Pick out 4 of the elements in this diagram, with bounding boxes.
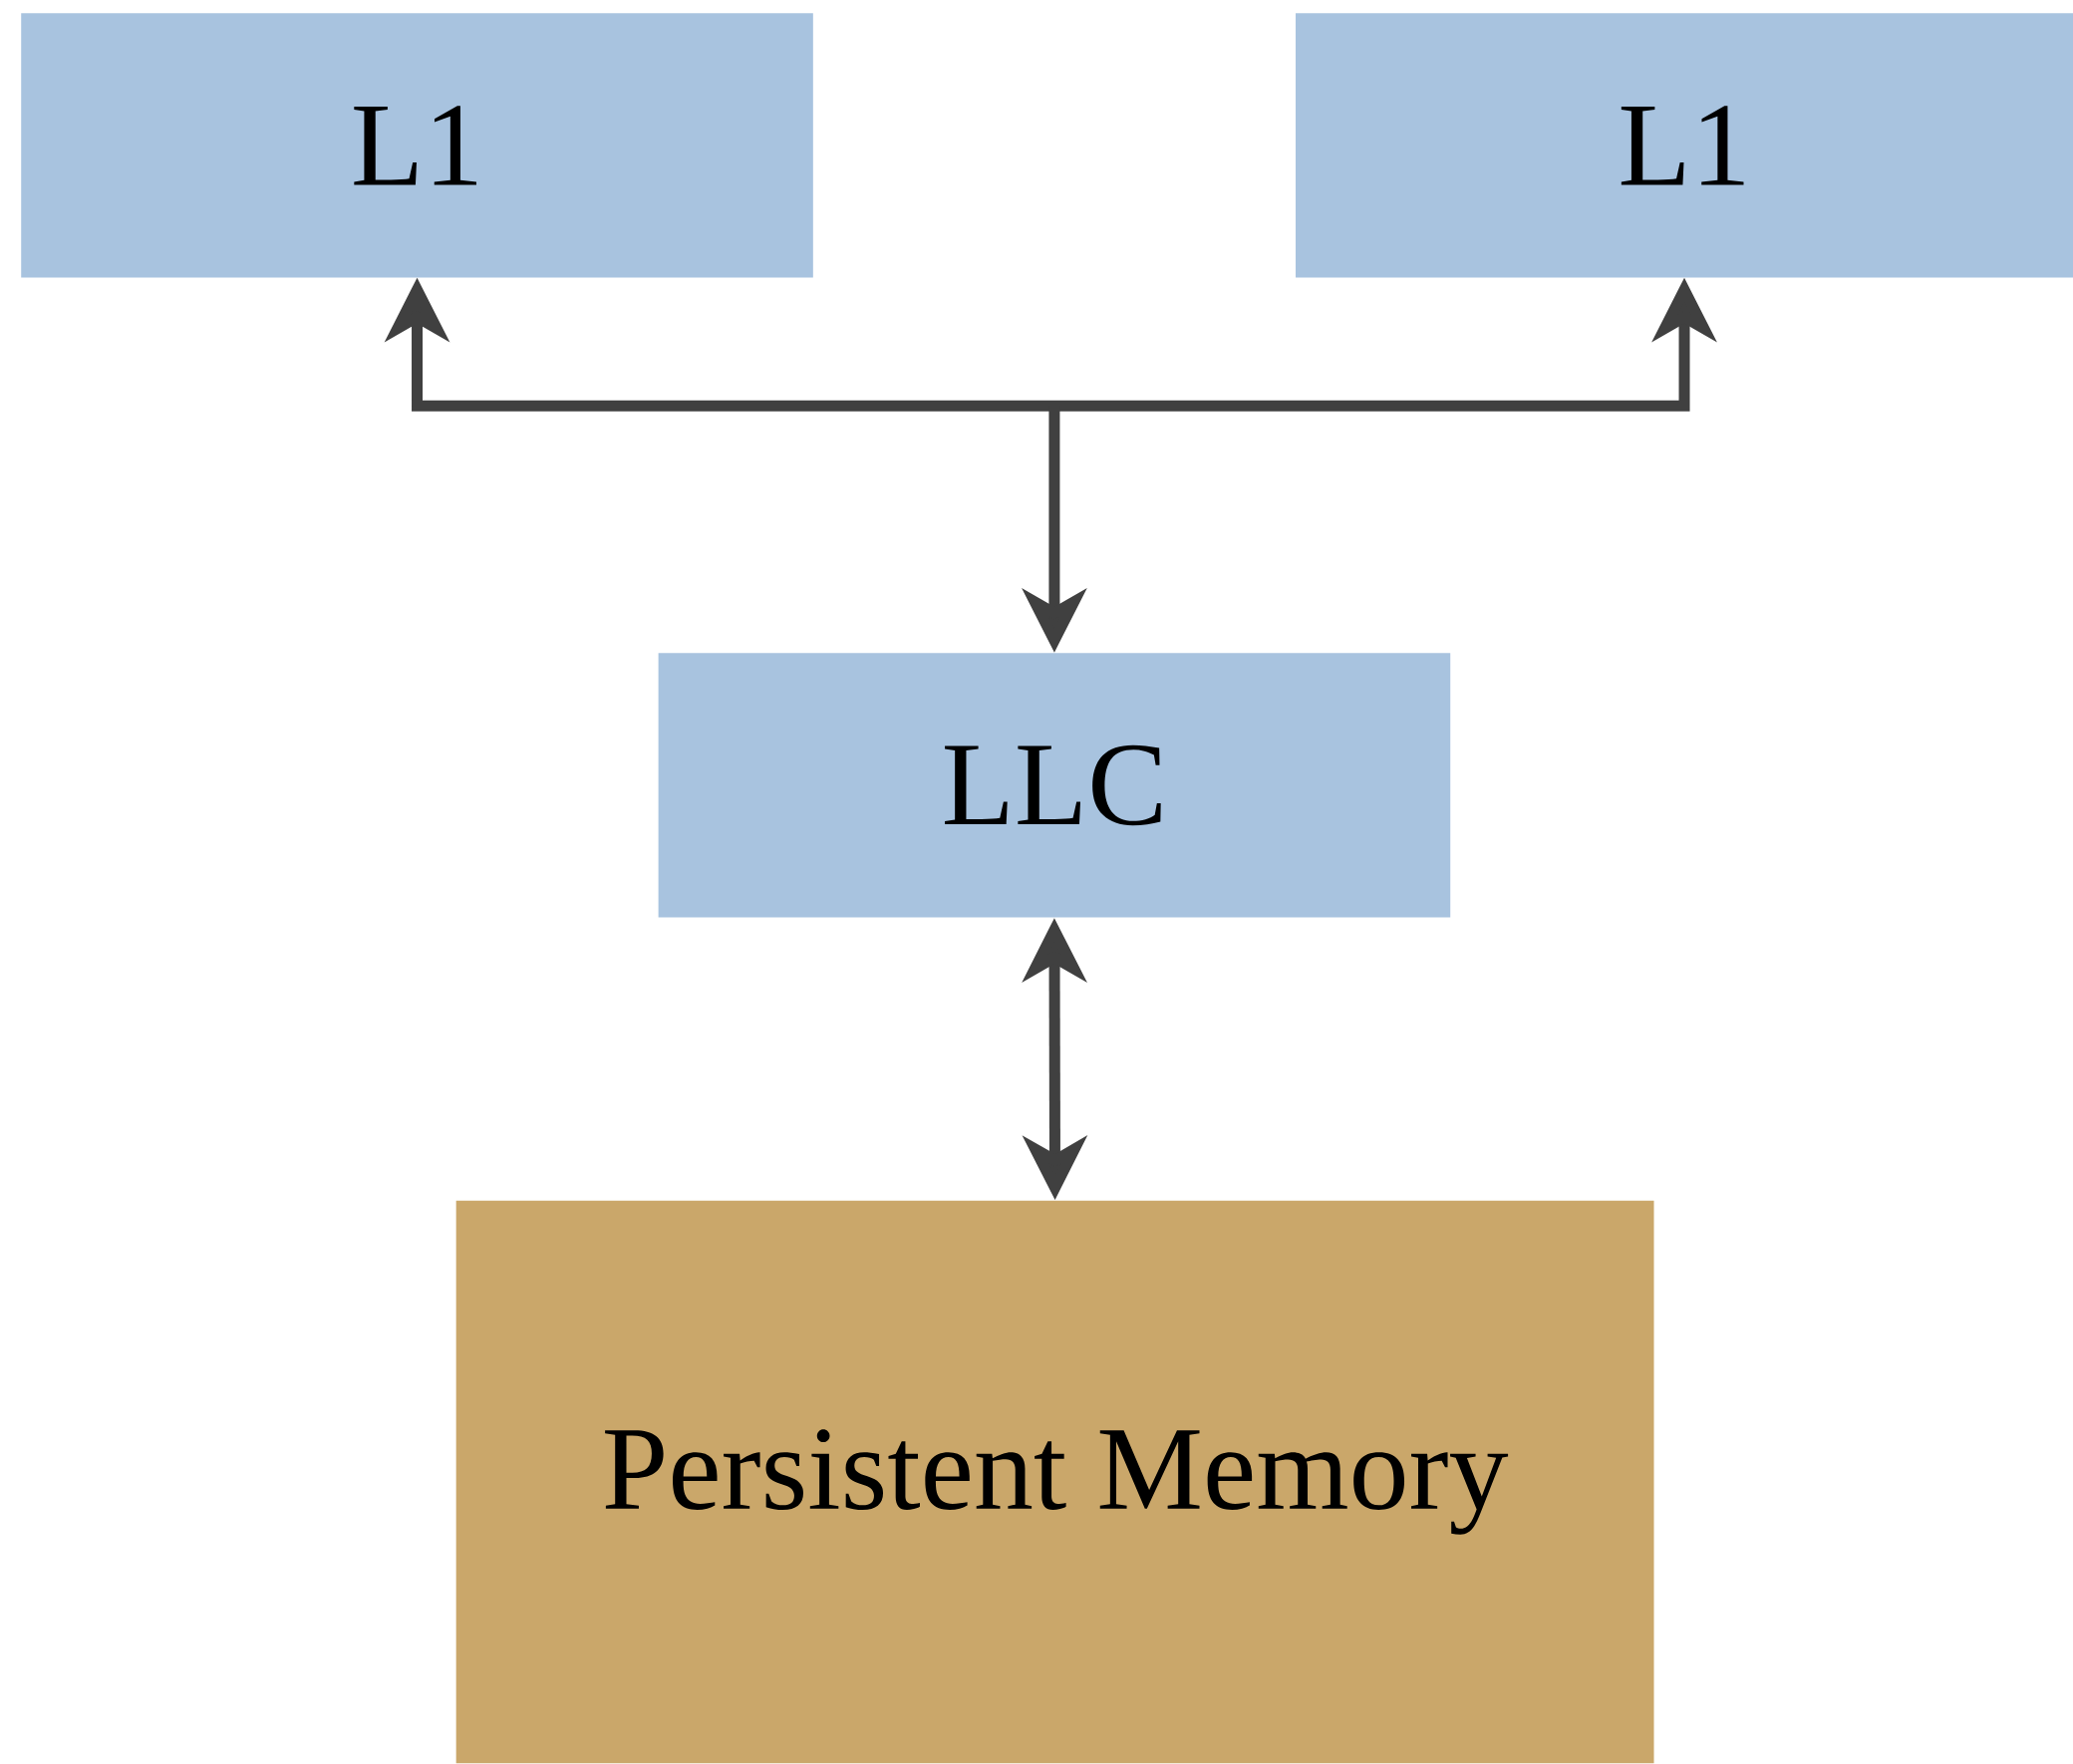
- cache-box: L1: [1296, 13, 2073, 278]
- cache-box: LLC: [658, 653, 1451, 918]
- memory-box: Persistent Memory: [455, 1200, 1654, 1764]
- cache-box: L1: [21, 13, 813, 278]
